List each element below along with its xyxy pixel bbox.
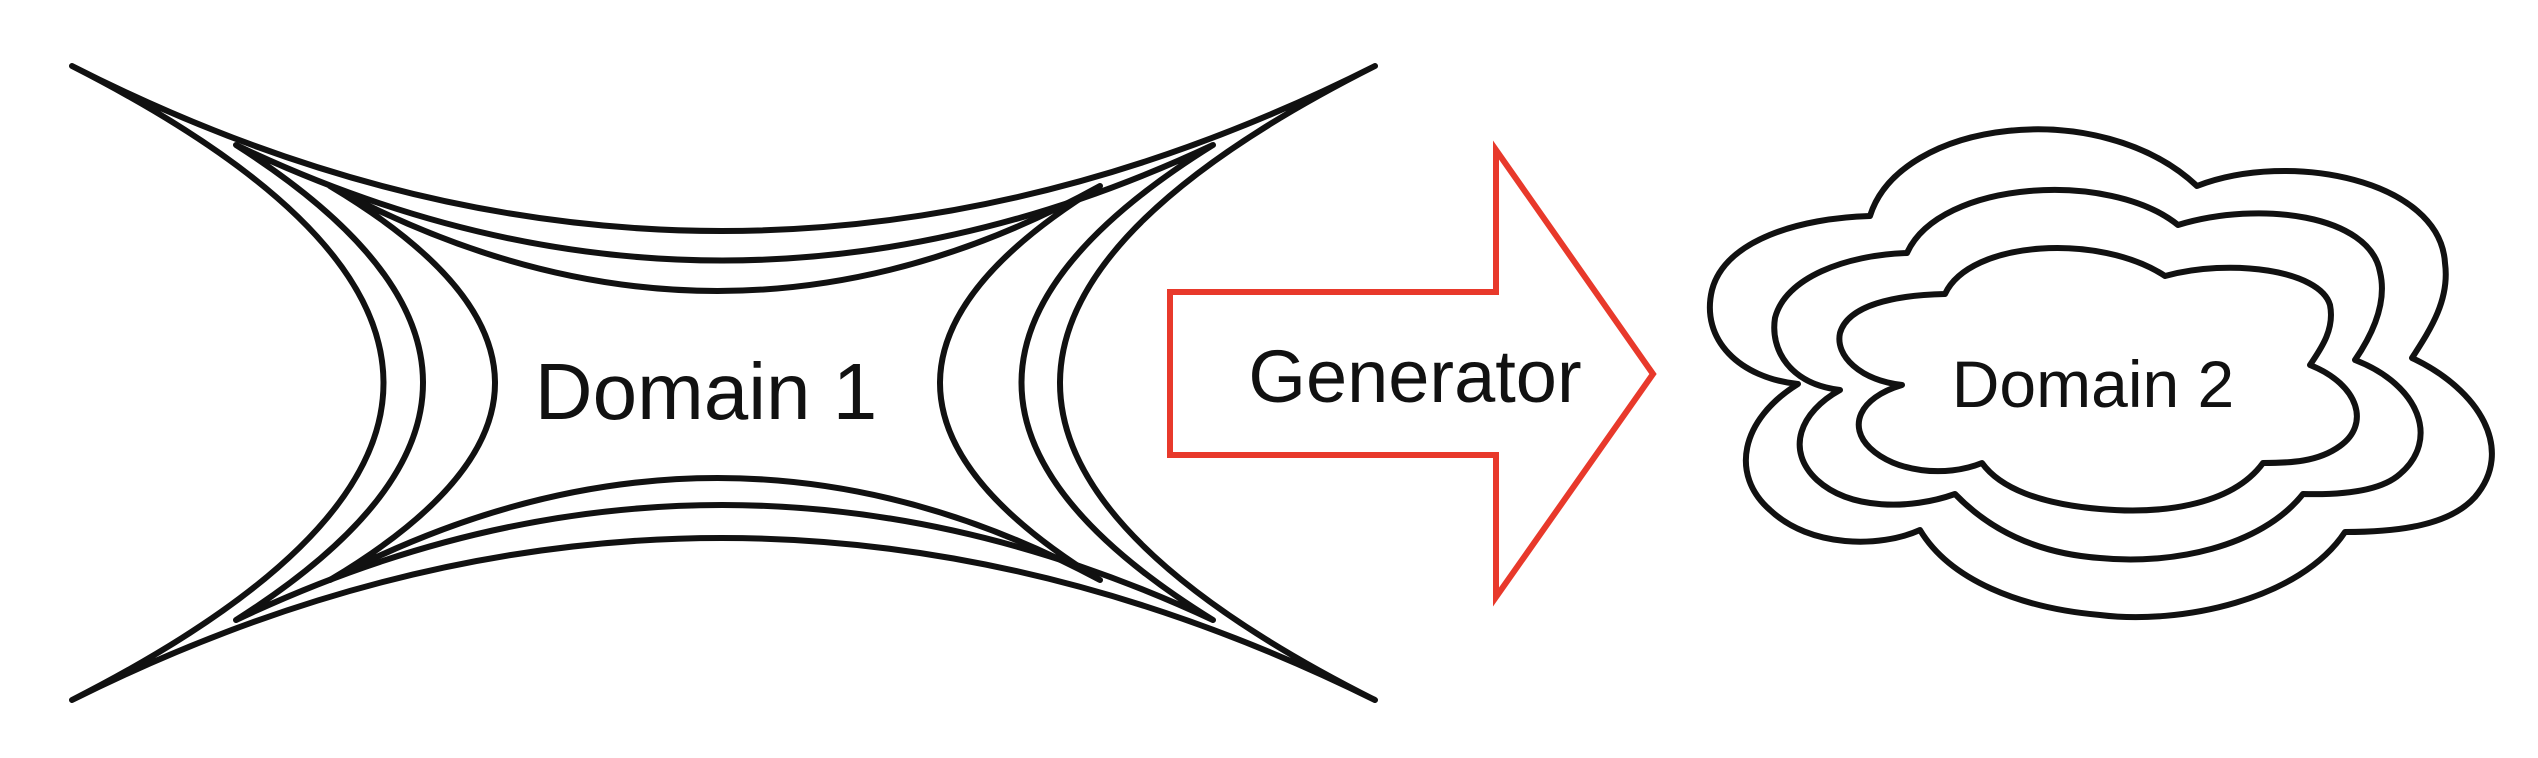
- domain1-inner-contour: [327, 183, 1103, 583]
- domain2-middle-cloud: [1771, 186, 2424, 563]
- domain2-label: Domain 2: [1952, 347, 2234, 421]
- domain1-label: Domain 1: [535, 347, 877, 436]
- generator-label: Generator: [1248, 335, 1581, 418]
- domain2-inner-cloud: [1836, 245, 2360, 514]
- domain2-outer-cloud: [1707, 126, 2495, 621]
- generator-arrow: Generator: [1167, 140, 1657, 607]
- domain1-outer-contour: [69, 63, 1378, 703]
- domain1-middle-contour: [233, 142, 1216, 623]
- domain2-shape: Domain 2: [1707, 126, 2495, 621]
- generator-arrow-shape: [1167, 140, 1657, 607]
- domain1-shape: Domain 1: [69, 63, 1378, 703]
